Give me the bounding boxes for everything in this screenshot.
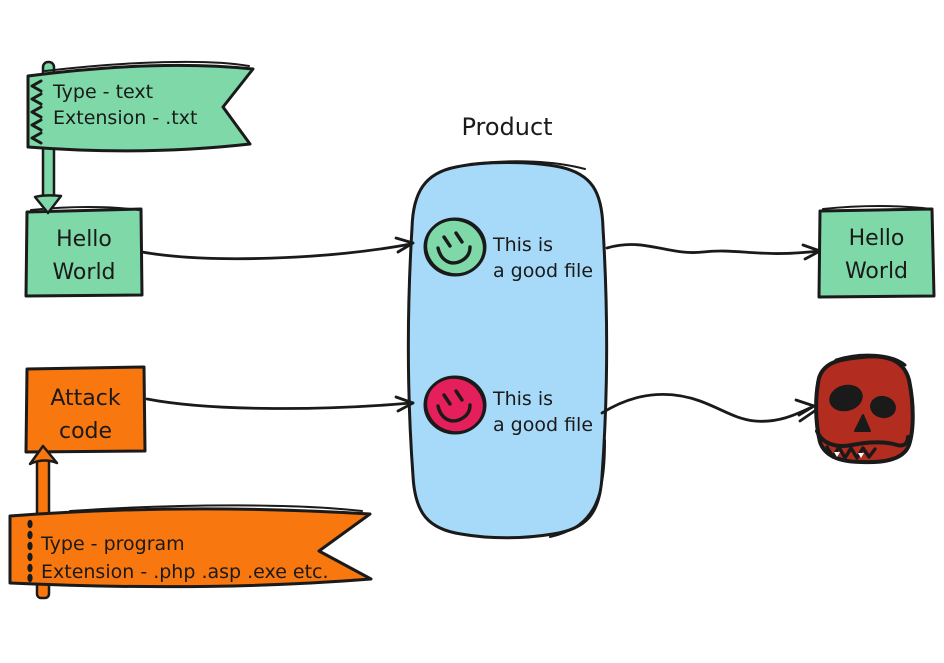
pole-flare-icon (28, 444, 59, 466)
hello-world-input-node (24, 206, 144, 298)
hello-world-input-line1: Hello (56, 227, 112, 252)
product-container (406, 160, 609, 540)
skull-icon (814, 353, 915, 465)
skull-nose (854, 414, 871, 432)
attack-code-label: Attack code (26, 382, 145, 448)
good-file-line1: This is (493, 234, 554, 256)
bad-file-line2: a good file (493, 414, 594, 436)
good-file-label: This is a good file (493, 232, 593, 284)
arrow-product-to-hello (605, 243, 822, 261)
skull-jaw (815, 429, 910, 448)
arrow-attack-to-product (145, 395, 415, 413)
program-flag-line2: Extension - .php .asp .exe etc. (41, 561, 329, 583)
bad-file-line1: This is (493, 388, 554, 410)
bad-file-label: This is a good file (493, 386, 593, 438)
text-flag-line1: Type - text (53, 81, 154, 103)
arrowhead-icon (794, 398, 818, 423)
text-flag-line2: Extension - .txt (53, 107, 198, 129)
skull-right-eye (870, 395, 896, 419)
product-title: Product (461, 113, 553, 141)
flag-drop-marks (27, 519, 33, 583)
arrowhead-icon (394, 395, 415, 413)
good-file-line2: a good file (493, 260, 594, 282)
arrow-product-to-skull (600, 393, 818, 423)
arrowhead-icon (394, 236, 415, 254)
skull-left-eye (829, 384, 863, 412)
arrowhead-icon (801, 243, 822, 261)
hello-world-output-label: Hello World (819, 222, 934, 288)
program-file-flag (8, 504, 373, 589)
attack-code-line2: code (58, 419, 113, 444)
attack-code-node (24, 365, 147, 454)
hello-world-input-label: Hello World (26, 223, 142, 289)
hello-world-input-line2: World (52, 260, 116, 285)
hello-world-output-line1: Hello (848, 226, 905, 251)
red-smiley-icon (423, 375, 487, 435)
attack-code-line1: Attack (50, 386, 121, 411)
hello-world-output-line2: World (844, 259, 909, 284)
text-file-flag (26, 60, 255, 153)
green-smiley-icon (423, 217, 487, 277)
flag-chevron-marks (30, 79, 43, 145)
program-flag-line1: Type - program (41, 533, 185, 555)
arrow-hello-to-product (140, 236, 415, 261)
hello-world-output-node (817, 205, 936, 299)
pole-arrowhead-icon (33, 194, 63, 215)
